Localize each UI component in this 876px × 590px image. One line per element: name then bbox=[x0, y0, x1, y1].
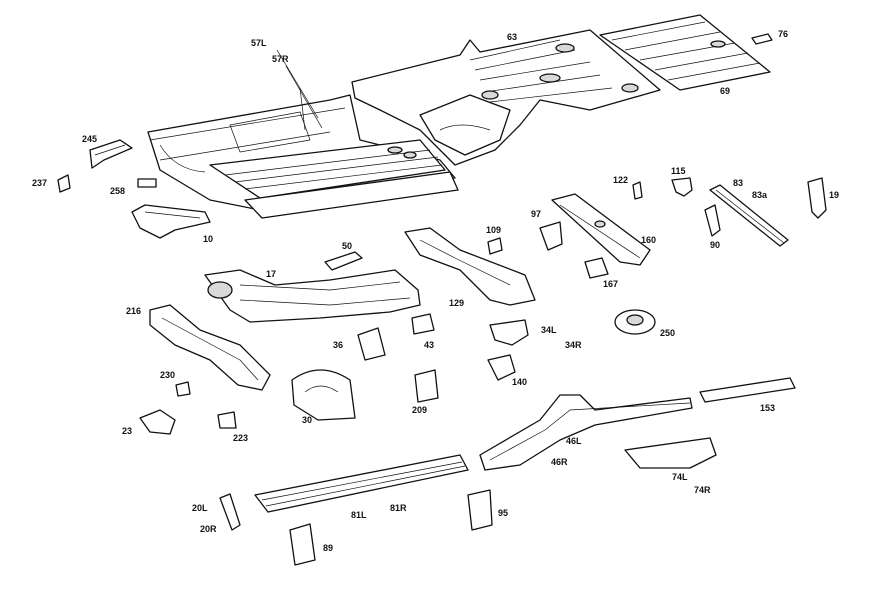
label-245: 245 bbox=[82, 134, 98, 144]
frame-160 bbox=[551, 193, 651, 266]
label-230: 230 bbox=[160, 370, 176, 380]
bracket-122 bbox=[632, 181, 643, 200]
label-74R: 74R bbox=[694, 485, 711, 495]
bracket-245 bbox=[89, 139, 133, 169]
label-140: 140 bbox=[512, 377, 528, 387]
label-34R: 34R bbox=[565, 340, 582, 350]
label-19: 19 bbox=[829, 190, 840, 200]
label-69: 69 bbox=[720, 86, 731, 96]
frame-rail-46 bbox=[479, 394, 693, 471]
panel-74 bbox=[624, 437, 717, 469]
label-90: 90 bbox=[710, 240, 721, 250]
label-109: 109 bbox=[486, 225, 502, 235]
main-floor-pan bbox=[351, 29, 661, 166]
label-258: 258 bbox=[110, 186, 126, 196]
bracket-50 bbox=[324, 251, 363, 271]
bracket-34 bbox=[489, 319, 529, 346]
label-63: 63 bbox=[507, 32, 518, 42]
label-36: 36 bbox=[333, 340, 344, 350]
cup-250 bbox=[614, 309, 656, 335]
crossmember-216 bbox=[149, 304, 271, 391]
bracket-109 bbox=[487, 237, 503, 255]
label-76: 76 bbox=[778, 29, 789, 39]
bracket-19 bbox=[807, 177, 827, 219]
bracket-43 bbox=[411, 313, 435, 335]
front-floor-pan bbox=[599, 14, 771, 91]
bracket-97 bbox=[539, 221, 563, 251]
bracket-23 bbox=[139, 409, 176, 435]
label-167: 167 bbox=[603, 279, 619, 289]
bracket-209 bbox=[414, 369, 439, 403]
label-95: 95 bbox=[498, 508, 509, 518]
mount-30 bbox=[291, 369, 356, 421]
label-20L: 20L bbox=[192, 503, 208, 513]
bracket-140 bbox=[487, 354, 516, 381]
clip-237 bbox=[57, 174, 71, 193]
label-153: 153 bbox=[760, 403, 776, 413]
torque-box-129 bbox=[404, 227, 536, 306]
tunnel-17 bbox=[204, 269, 421, 323]
label-74L: 74L bbox=[672, 472, 688, 482]
label-89: 89 bbox=[323, 543, 334, 553]
label-46L: 46L bbox=[566, 436, 582, 446]
rear-floor-pan bbox=[147, 87, 459, 219]
label-97: 97 bbox=[531, 209, 542, 219]
label-216: 216 bbox=[126, 306, 142, 316]
label-223: 223 bbox=[233, 433, 249, 443]
label-20R: 20R bbox=[200, 524, 217, 534]
label-57R: 57R bbox=[272, 54, 289, 64]
bracket-115 bbox=[671, 177, 693, 197]
bracket-36 bbox=[357, 327, 386, 361]
crossmember-83 bbox=[709, 184, 789, 247]
small-bracket-76 bbox=[751, 33, 773, 45]
bracket-230 bbox=[175, 381, 191, 397]
label-250: 250 bbox=[660, 328, 676, 338]
label-43: 43 bbox=[424, 340, 435, 350]
label-81L: 81L bbox=[351, 510, 367, 520]
label-160: 160 bbox=[641, 235, 657, 245]
bracket-223 bbox=[217, 411, 237, 429]
rocker-81 bbox=[254, 454, 469, 513]
label-34L: 34L bbox=[541, 325, 557, 335]
bracket-20 bbox=[219, 493, 241, 531]
bracket-95 bbox=[467, 489, 493, 531]
mount-167 bbox=[584, 257, 609, 279]
label-209: 209 bbox=[412, 405, 428, 415]
label-237: 237 bbox=[32, 178, 48, 188]
label-129: 129 bbox=[449, 298, 465, 308]
label-46R: 46R bbox=[551, 457, 568, 467]
label-23: 23 bbox=[122, 426, 133, 436]
label-57L: 57L bbox=[251, 38, 267, 48]
label-83a: 83a bbox=[752, 190, 768, 200]
bracket-89 bbox=[289, 523, 316, 566]
label-115: 115 bbox=[671, 166, 686, 176]
rail-153 bbox=[699, 377, 796, 403]
label-10: 10 bbox=[203, 234, 214, 244]
plate-258 bbox=[137, 178, 157, 188]
label-81R: 81R bbox=[390, 503, 407, 513]
label-122: 122 bbox=[613, 175, 629, 185]
rear-rail-10 bbox=[131, 204, 211, 239]
label-50: 50 bbox=[342, 241, 353, 251]
bracket-90 bbox=[704, 204, 721, 237]
label-17: 17 bbox=[266, 269, 277, 279]
label-30: 30 bbox=[302, 415, 313, 425]
label-83: 83 bbox=[733, 178, 744, 188]
